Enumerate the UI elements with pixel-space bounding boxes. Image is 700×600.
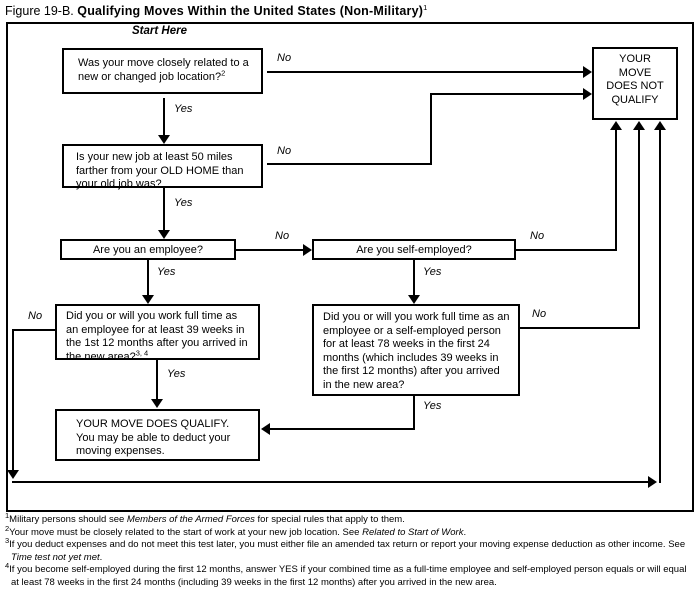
footnote-1-text: Military persons should see <box>9 514 127 525</box>
node-q1-footnote-marker: 2 <box>221 67 226 77</box>
footnote-4: 4If you become self-employed during the … <box>5 560 697 589</box>
node-q6-text: Did you or will you work full time as an… <box>323 311 510 391</box>
edge-q1-yes-line <box>163 98 165 135</box>
edge-q4-no-label: No <box>530 230 545 242</box>
node-q2-50-miles: Is your new job at least 50 miles farthe… <box>62 144 263 190</box>
edge-q4-no-line-1 <box>516 249 617 251</box>
edge-q2-no-line-1 <box>267 163 432 165</box>
node-q6-78-weeks: Did you or will you work full time as an… <box>312 304 520 396</box>
footnote-2-marker: 2 <box>5 523 10 533</box>
edge-q5-no-line-2 <box>12 329 14 470</box>
edge-q5-yes-label: Yes <box>167 368 186 380</box>
footnote-2-italic: Related to Start of Work <box>362 526 464 538</box>
node-q5-text: Did you or will you work full time as an… <box>66 310 248 363</box>
edge-q1-yes-label: Yes <box>174 103 193 115</box>
footnote-1-marker: 1 <box>5 510 10 520</box>
flowchart-border <box>6 22 694 512</box>
footnote-4-text: If you become self-employed during the f… <box>9 564 687 588</box>
edge-q6-yes-arrowhead <box>261 423 270 435</box>
edge-q1-no-line <box>267 71 583 73</box>
node-qualify: YOUR MOVE DOES QUALIFY. You may be able … <box>55 409 260 461</box>
footnotes: 1Military persons should see Members of … <box>5 510 697 589</box>
edge-q6-no-line-1 <box>520 327 640 329</box>
node-q4-text: Are you self-employed? <box>356 244 472 256</box>
node-qualify-line2: You may be able to deduct your moving ex… <box>76 431 231 458</box>
edge-q2-no-line-2 <box>430 93 432 165</box>
node-q3-employee: Are you an employee? <box>60 239 236 260</box>
edge-q5-no-line-3 <box>12 481 648 483</box>
figure-title: Figure 19-B. Qualifying Moves Within the… <box>5 4 427 18</box>
node-q1-text: Was your move closely related to a new o… <box>78 57 249 83</box>
edge-q6-yes-label: Yes <box>423 400 442 412</box>
edge-q5-no-arrowhead-right <box>648 476 657 488</box>
edge-q5-no-arrowhead-up <box>654 121 666 130</box>
node-qualify-line1: YOUR MOVE DOES QUALIFY. <box>76 418 230 430</box>
edge-q6-no-label: No <box>532 308 547 320</box>
edge-q4-yes-label: Yes <box>423 266 442 278</box>
edge-q1-no-label: No <box>277 52 292 64</box>
edge-q6-yes-line-2 <box>270 428 415 430</box>
edge-q4-yes-arrowhead <box>408 295 420 304</box>
edge-q6-no-arrowhead <box>633 121 645 130</box>
footnote-3-marker: 3 <box>5 535 10 545</box>
figure-title-main: Qualifying Moves Within the United State… <box>77 4 424 18</box>
edge-q2-no-arrowhead <box>583 88 592 100</box>
edge-q5-no-line-1 <box>14 329 55 331</box>
node-q5-39-weeks: Did you or will you work full time as an… <box>55 304 260 363</box>
footnote-3-italic: Time test not yet met <box>11 551 100 563</box>
figure-title-footnote-marker: 1 <box>423 2 428 12</box>
edge-q3-yes-line <box>147 260 149 295</box>
edge-q5-yes-line <box>156 360 158 399</box>
footnote-4-marker: 4 <box>5 560 10 570</box>
edge-q3-no-line <box>236 249 303 251</box>
edge-q2-yes-line <box>163 188 165 230</box>
node-q2-text: Is your new job at least 50 miles farthe… <box>76 151 244 190</box>
edge-q2-yes-arrowhead <box>158 230 170 239</box>
edge-q3-yes-label: Yes <box>157 266 176 278</box>
node-does-not-qualify: YOUR MOVE DOES NOT QUALIFY <box>592 47 678 120</box>
footnote-2-text-2: . <box>463 526 467 538</box>
node-q5-footnote-marker: 3, 4 <box>135 347 149 357</box>
figure-title-prefix: Figure 19-B. <box>5 4 74 18</box>
footnote-3-text: If you deduct expenses and do not meet t… <box>9 539 686 550</box>
edge-q5-no-label: No <box>28 310 43 322</box>
edge-q5-yes-arrowhead <box>151 399 163 408</box>
edge-q6-yes-line-1 <box>413 396 415 430</box>
edge-q5-no-line-4 <box>659 130 661 483</box>
start-here-label: Start Here <box>132 25 187 37</box>
footnote-1-text-2: for special rules that apply to them. <box>254 514 405 525</box>
footnote-2-text: Your move must be closely related to the… <box>9 526 363 538</box>
node-q3-text: Are you an employee? <box>92 244 204 256</box>
edge-q1-yes-arrowhead <box>158 135 170 144</box>
edge-q3-yes-arrowhead <box>142 295 154 304</box>
edge-q6-no-line-2 <box>638 130 640 329</box>
edge-q2-no-label: No <box>277 145 292 157</box>
footnote-1: 1Military persons should see Members of … <box>5 510 697 527</box>
footnote-3-text-2: . <box>99 551 103 563</box>
edge-q2-no-line-3 <box>432 93 583 95</box>
footnote-3: 3If you deduct expenses and do not meet … <box>5 535 697 564</box>
node-does-not-qualify-text: YOUR MOVE DOES NOT QUALIFY <box>606 53 664 106</box>
edge-q3-no-label: No <box>275 230 290 242</box>
edge-q1-no-arrowhead <box>583 66 592 78</box>
edge-q4-yes-line <box>413 260 415 295</box>
node-q4-self-employed: Are you self-employed? <box>312 239 516 260</box>
edge-q4-no-line-2 <box>615 130 617 251</box>
edge-q3-no-arrowhead <box>303 244 312 256</box>
footnote-2: 2Your move must be closely related to th… <box>5 524 697 540</box>
edge-q5-no-arrowhead-down <box>7 470 19 479</box>
node-q1-job-related: Was your move closely related to a new o… <box>62 48 263 94</box>
edge-q2-yes-label: Yes <box>174 197 193 209</box>
edge-q4-no-arrowhead <box>610 121 622 130</box>
footnote-1-italic: Members of the Armed Forces <box>126 514 255 525</box>
